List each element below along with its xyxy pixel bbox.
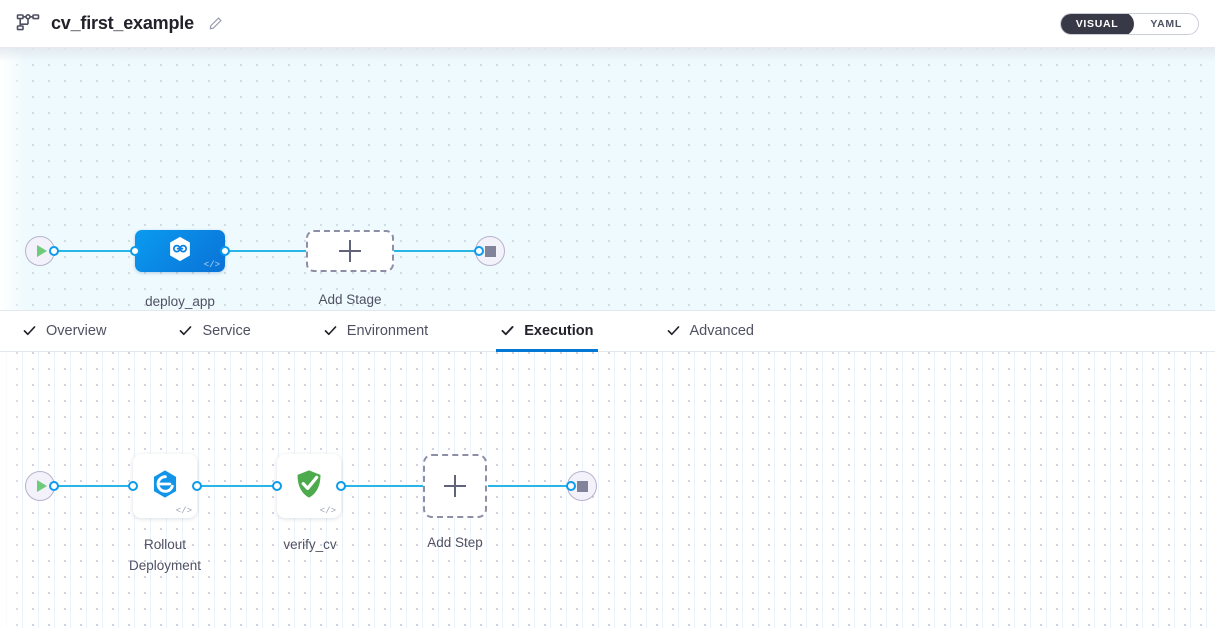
step-port-rollout-in[interactable]	[128, 481, 138, 491]
step-connector-rollout-to-verify	[198, 485, 282, 487]
step-label-verify-cv: verify_cv	[283, 537, 337, 552]
tab-environment[interactable]: Environment	[319, 312, 432, 352]
stop-icon	[484, 245, 496, 257]
check-icon	[22, 323, 37, 338]
plus-icon	[444, 475, 466, 497]
stage-port-start-out[interactable]	[49, 246, 59, 256]
stage-code-badge: </>	[203, 260, 220, 270]
check-icon	[500, 323, 515, 338]
add-stage-label[interactable]: Add Stage	[318, 292, 382, 307]
add-step-node[interactable]	[423, 454, 487, 518]
step-code-badge: </>	[319, 506, 336, 516]
stage-connector-deploy-to-add	[222, 250, 308, 252]
add-step-box[interactable]	[423, 454, 487, 518]
stage-node-deploy-app[interactable]: </>	[135, 230, 225, 272]
check-icon	[178, 323, 193, 338]
step-code-badge: </>	[175, 506, 192, 516]
pencil-edit-icon[interactable]	[208, 16, 223, 31]
plus-icon	[339, 240, 361, 262]
step-card[interactable]: </>	[133, 454, 197, 518]
page-title: cv_first_example	[51, 13, 194, 33]
step-port-start-out[interactable]	[49, 481, 59, 491]
pipeline-header: cv_first_example VISUAL YAML	[0, 0, 1215, 48]
tab-label: Execution	[524, 322, 594, 339]
stage-port-deploy-out[interactable]	[220, 246, 230, 256]
tab-overview[interactable]: Overview	[18, 312, 110, 352]
harness-cd-hexagon-icon	[165, 234, 195, 269]
tab-label: Environment	[346, 322, 429, 339]
green-shield-check-icon	[292, 467, 326, 506]
mode-toggle-yaml[interactable]: YAML	[1134, 14, 1198, 34]
execution-graph-canvas[interactable]: </> Rollout Deployment </> verify_cv Add…	[0, 352, 1215, 628]
add-stage-node[interactable]	[306, 230, 394, 272]
step-node-verify-cv[interactable]: </>	[277, 454, 341, 518]
step-connector-start-to-rollout	[54, 485, 136, 487]
rollout-deployment-icon	[148, 467, 182, 506]
header-left-group: cv_first_example	[16, 12, 223, 36]
add-stage-box[interactable]	[306, 230, 394, 272]
stage-port-end-in[interactable]	[474, 246, 484, 256]
step-node-rollout-deployment[interactable]: </>	[133, 454, 197, 518]
stage-connector-add-to-end	[392, 250, 480, 252]
view-mode-toggle[interactable]: VISUAL YAML	[1059, 12, 1199, 35]
tab-execution[interactable]: Execution	[496, 312, 598, 352]
step-port-end-in[interactable]	[566, 481, 576, 491]
tab-label: Service	[202, 322, 251, 339]
check-icon	[666, 323, 681, 338]
step-port-verify-in[interactable]	[272, 481, 282, 491]
pipeline-flow-icon	[16, 12, 40, 36]
stage-port-deploy-in[interactable]	[130, 246, 140, 256]
play-icon	[36, 245, 47, 257]
header-right-group: VISUAL YAML	[1059, 12, 1199, 35]
step-connector-add-to-end	[488, 485, 572, 487]
step-label-rollout-deployment: Rollout Deployment	[128, 537, 202, 573]
step-card[interactable]: </>	[277, 454, 341, 518]
play-icon	[36, 480, 47, 492]
step-connector-verify-to-add	[342, 485, 424, 487]
stage-config-tabs: Overview Service Environment Execution A…	[0, 310, 1215, 352]
tab-label: Advanced	[689, 322, 755, 339]
step-port-rollout-out[interactable]	[192, 481, 202, 491]
check-icon	[323, 323, 338, 338]
add-step-label[interactable]: Add Step	[427, 535, 483, 550]
stage-connector-start-to-deploy	[54, 250, 138, 252]
tab-advanced[interactable]: Advanced	[662, 312, 759, 352]
stop-icon	[576, 480, 588, 492]
mode-toggle-visual[interactable]: VISUAL	[1060, 13, 1135, 34]
stage-card[interactable]: </>	[135, 230, 225, 272]
tab-label: Overview	[46, 322, 107, 339]
stage-label-deploy-app: deploy_app	[145, 294, 215, 309]
tab-service[interactable]: Service	[174, 312, 254, 352]
step-port-verify-out[interactable]	[336, 481, 346, 491]
stage-graph-canvas[interactable]: </> deploy_app Add Stage	[0, 48, 1215, 310]
